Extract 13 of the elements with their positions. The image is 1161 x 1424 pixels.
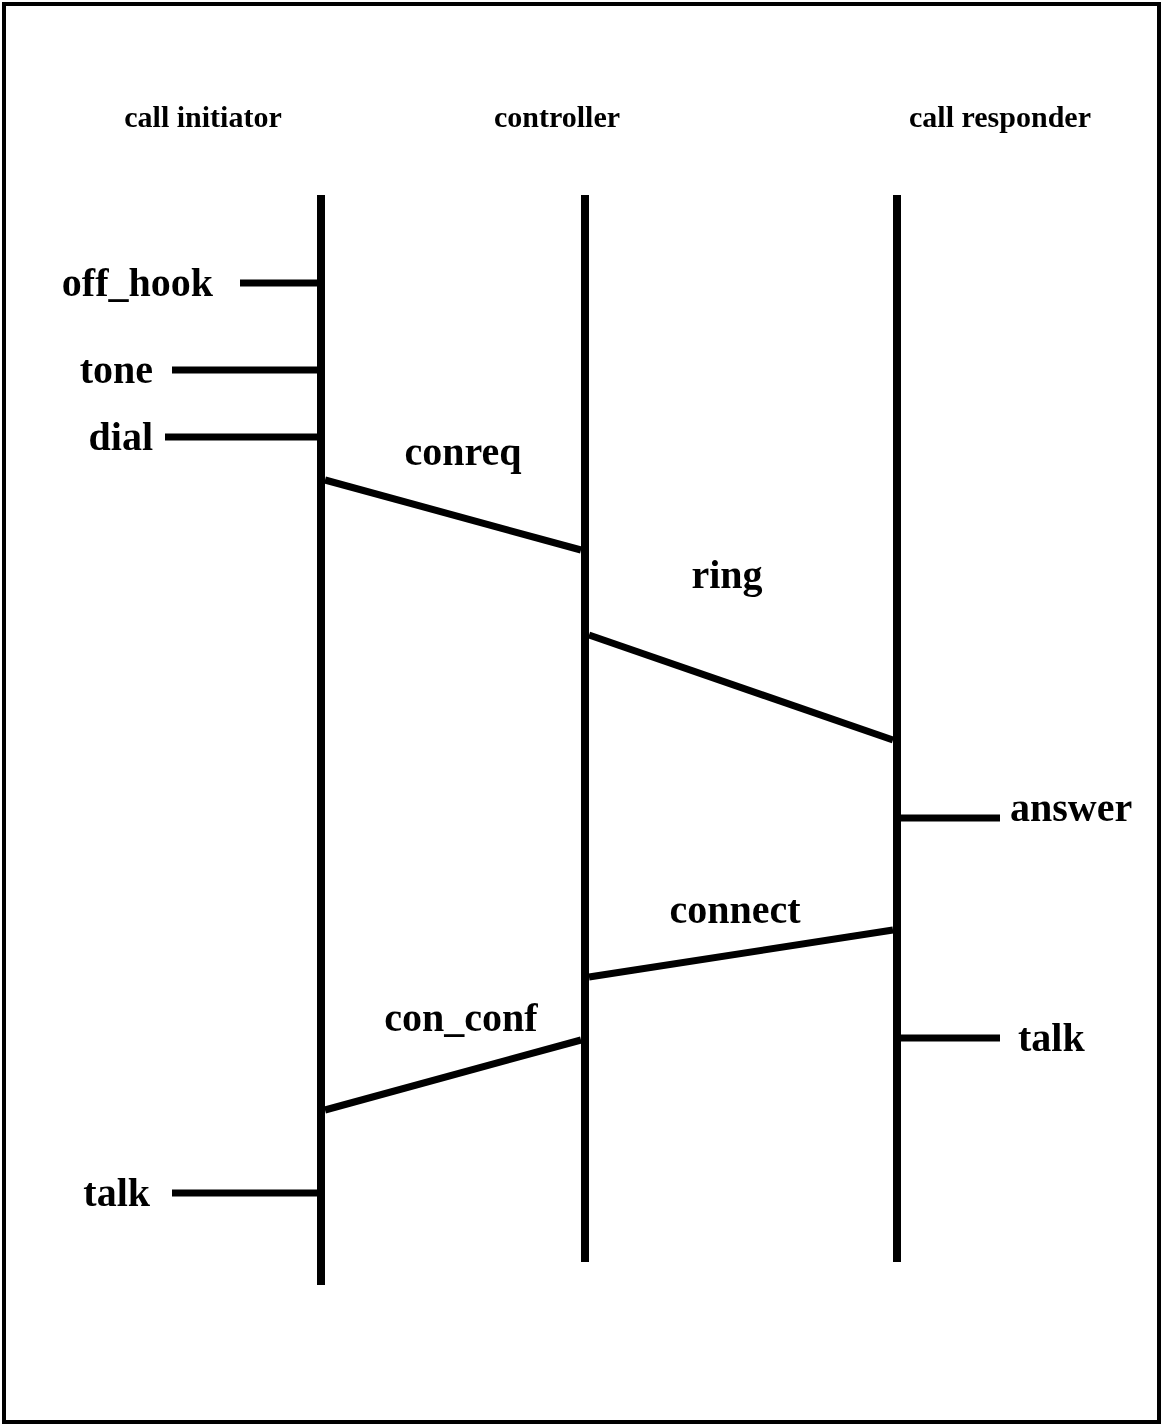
event-label: talk xyxy=(1018,1018,1085,1058)
message-line xyxy=(587,631,895,744)
event-label: tone xyxy=(79,350,153,390)
event-label: answer xyxy=(1010,788,1133,828)
participant-label: call responder xyxy=(909,102,1091,132)
message-line xyxy=(324,1036,582,1114)
message-line xyxy=(324,476,582,554)
event-label: off_hook xyxy=(61,263,213,303)
participant-label: controller xyxy=(493,102,621,132)
event-label: talk xyxy=(83,1173,150,1213)
message-line xyxy=(588,926,894,981)
event-label: dial xyxy=(88,417,153,457)
participant-label: call initiator xyxy=(124,102,282,132)
